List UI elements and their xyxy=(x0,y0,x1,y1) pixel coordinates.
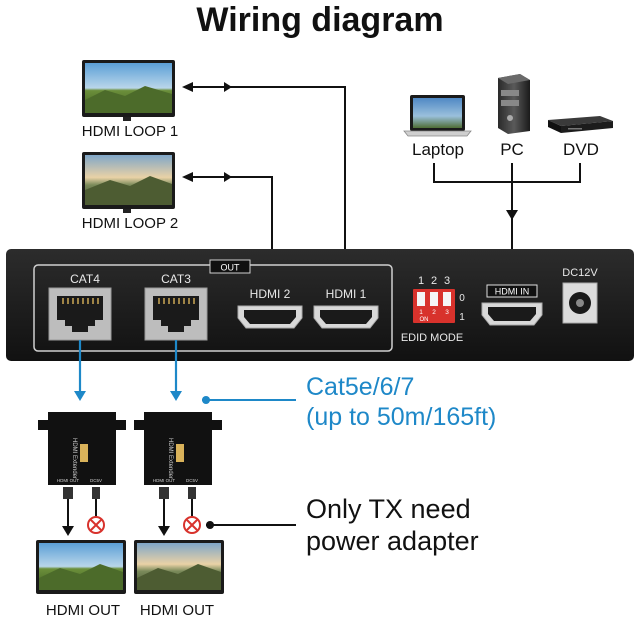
laptop-icon xyxy=(403,95,472,137)
receiver-output-wires xyxy=(67,499,193,528)
monitor-loop2-icon xyxy=(82,152,175,213)
loop1-label: HDMI LOOP 1 xyxy=(82,123,178,140)
dvd-icon xyxy=(548,116,613,133)
display-out1-label: HDMI OUT xyxy=(46,602,120,619)
cat4-port[interactable] xyxy=(48,287,112,341)
title: Wiring diagram xyxy=(196,1,443,39)
dip-num-1: 1 xyxy=(418,275,424,287)
hdmi1-port[interactable] xyxy=(313,305,379,329)
display-out2-icon xyxy=(134,540,224,594)
arrow-loop2-icon xyxy=(182,172,193,182)
note-pointer-dot xyxy=(206,521,214,529)
arrow-cat3-icon xyxy=(170,391,182,401)
loop-wires xyxy=(190,86,346,279)
receiver-1 xyxy=(38,412,126,499)
cable-pointer-dot xyxy=(202,396,210,404)
pc-icon xyxy=(498,74,530,134)
no-power-icon-2 xyxy=(183,516,201,534)
arrow-loop1-icon xyxy=(182,82,193,92)
cat-cables xyxy=(78,340,178,393)
note-line2: power adapter xyxy=(306,526,479,556)
out-tag-label: OUT xyxy=(221,263,241,273)
receiver-1-dc5v-label: DC5V xyxy=(90,478,102,483)
pc-label: PC xyxy=(500,140,524,159)
dip-state-0: 0 xyxy=(459,293,465,304)
arrow-hdmi-in-icon xyxy=(506,210,518,220)
edid-dip-switch[interactable] xyxy=(413,289,455,323)
hdmi-in-port[interactable] xyxy=(481,302,543,326)
arrow-cat4-icon xyxy=(74,391,86,401)
dip-num-2: 2 xyxy=(431,275,437,287)
cat3-port[interactable] xyxy=(144,287,208,341)
source-wires xyxy=(433,163,581,256)
arrow-rx2-out-icon xyxy=(158,526,170,536)
receiver-2-hdmi-out-label: HDMI OUT xyxy=(153,478,175,483)
hdmi-in-label: HDMI IN xyxy=(495,287,530,297)
dvd-label: DVD xyxy=(563,140,599,159)
dip-num-3: 3 xyxy=(444,275,450,287)
dip-sub-1: 1 xyxy=(419,309,423,316)
hdmi1-label: HDMI 1 xyxy=(326,287,367,301)
dip-sub-3: 3 xyxy=(445,309,449,316)
monitor-loop1-icon xyxy=(82,60,175,121)
note-line1: Only TX need xyxy=(306,494,471,524)
arrow-out1-icon xyxy=(224,82,232,92)
dip-on-label: ON xyxy=(420,317,429,323)
loop2-label: HDMI LOOP 2 xyxy=(82,215,178,232)
cat3-label: CAT3 xyxy=(161,272,191,286)
out-tag xyxy=(209,259,251,274)
receiver-2 xyxy=(134,412,222,499)
receiver-2-dc5v-label: DC5V xyxy=(186,478,198,483)
receiver-1-hdmi-out-label: HDMI OUT xyxy=(57,478,79,483)
cable-spec-line1: Cat5e/6/7 xyxy=(306,373,414,401)
arrow-rx1-out-icon xyxy=(62,526,74,536)
cat4-label: CAT4 xyxy=(70,272,100,286)
receiver-1-extender-label: HDMI Extender xyxy=(71,438,77,479)
hdmi-in-tag xyxy=(486,284,538,298)
cable-spec-line2: (up to 50m/165ft) xyxy=(306,403,496,431)
dc12v-jack[interactable] xyxy=(562,282,598,324)
dc12v-label: DC12V xyxy=(562,267,598,279)
hdmi2-port[interactable] xyxy=(237,305,303,329)
dip-state-1: 1 xyxy=(459,312,465,323)
dip-sub-2: 2 xyxy=(432,309,436,316)
receiver-2-extender-label: HDMI Extender xyxy=(167,438,173,479)
laptop-label: Laptop xyxy=(412,140,464,159)
display-out2-label: HDMI OUT xyxy=(140,602,214,619)
edid-mode-label: EDID MODE xyxy=(401,332,463,344)
hdmi2-label: HDMI 2 xyxy=(250,287,291,301)
arrow-out2-icon xyxy=(224,172,232,182)
no-power-icon-1 xyxy=(87,516,105,534)
display-out1-icon xyxy=(36,540,126,594)
